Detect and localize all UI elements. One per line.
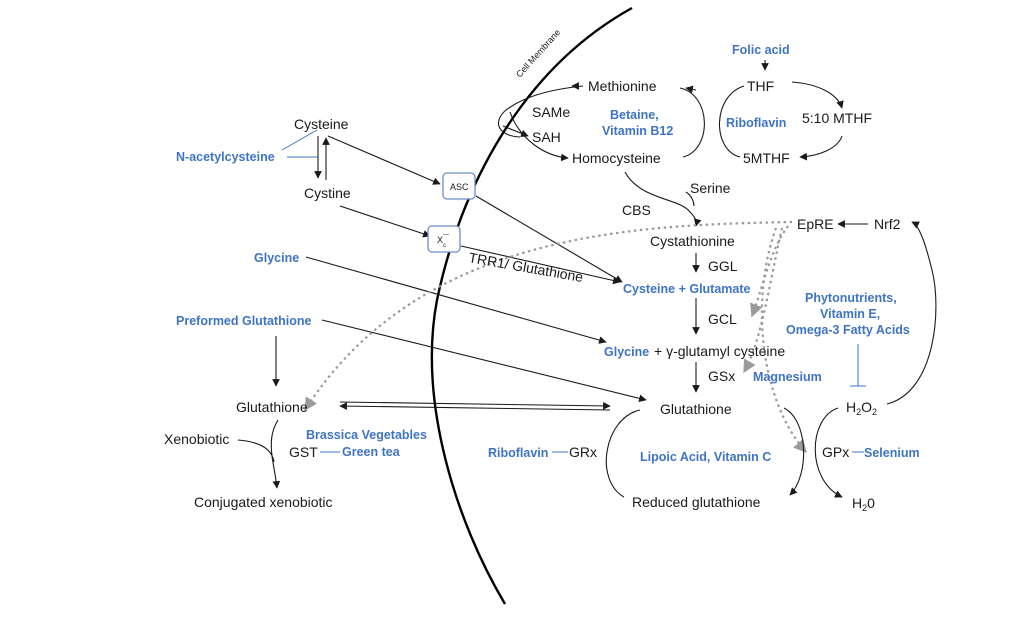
xc-subscript: c: [443, 243, 446, 249]
riboflavin-grx-label: Riboflavin: [488, 446, 548, 460]
glycine-outer-label: Glycine: [254, 251, 299, 265]
cell-membrane: [430, 6, 633, 605]
gsx-label: GSx: [708, 368, 735, 384]
xenobiotic-label: Xenobiotic: [164, 431, 229, 447]
gpx-cycle: [783, 407, 864, 498]
serine-label: Serine: [690, 180, 731, 196]
h2o2-nrf2-arrow: [886, 221, 937, 405]
glycine-inner-label: Glycine: [604, 345, 649, 359]
methionine-label: Methionine: [588, 78, 657, 94]
cbs-arrow: [624, 171, 702, 227]
grx-label: GRx: [569, 444, 597, 460]
gpx-label: GPx: [822, 444, 849, 460]
grx-cycle: [552, 409, 641, 498]
epre-label: EpRE: [797, 216, 834, 232]
methionine-cycle: [497, 82, 705, 162]
xc-transporter: X c —: [427, 225, 461, 253]
same-label: SAMe: [532, 104, 570, 120]
gamma-glutamyl-label: + γ-glutamyl cysteine: [654, 343, 785, 359]
selenium-label: Selenium: [864, 446, 920, 460]
nrf2-label: Nrf2: [874, 216, 901, 232]
preformed-glutathione-label: Preformed Glutathione: [176, 314, 311, 328]
phytonutrients-label: Phytonutrients,: [805, 291, 897, 305]
cystine-label: Cystine: [304, 185, 351, 201]
lipoic-acid-label: Lipoic Acid, Vitamin C: [640, 450, 771, 464]
magnesium-label: Magnesium: [753, 370, 822, 384]
trr1-label: TRR1/ Glutathione: [467, 249, 584, 285]
serine-join: [685, 191, 695, 207]
conjugated-xenobiotic-label: Conjugated xenobiotic: [194, 494, 333, 510]
inhibition-marker: [850, 344, 866, 387]
h2o-label: H20: [852, 495, 875, 513]
folic-acid-label: Folic acid: [732, 43, 790, 57]
reduced-glutathione-label: Reduced glutathione: [632, 494, 761, 510]
homocysteine-label: Homocysteine: [572, 150, 661, 166]
cystathionine-label: Cystathionine: [650, 233, 735, 249]
glutathione-transport: [272, 336, 611, 411]
ggl-label: GGL: [708, 258, 738, 274]
vitamin-e-label: Vitamin E,: [820, 307, 880, 321]
nac-label: N-acetylcysteine: [176, 150, 275, 164]
glutathione-outer-label: Glutathione: [236, 399, 308, 415]
folate-cycle: [718, 60, 844, 161]
mthf-510-label: 5:10 MTHF: [802, 110, 872, 126]
omega3-label: Omega-3 Fatty Acids: [786, 323, 910, 337]
transport-arrows: [305, 195, 647, 403]
vitamin-b12-label: Vitamin B12: [602, 124, 673, 138]
epre-dotted-arrows: [304, 220, 807, 453]
thf-label: THF: [747, 78, 774, 94]
xc-label: X: [437, 235, 443, 245]
cell-membrane-label: Cell Membrane: [514, 27, 562, 79]
h2o2-label: H2O2: [846, 399, 877, 417]
green-tea-label: Green tea: [342, 445, 401, 459]
gcl-label: GCL: [708, 311, 737, 327]
sah-label: SAH: [532, 129, 561, 145]
asc-transporter: ASC: [442, 172, 476, 200]
asc-label: ASC: [450, 182, 469, 192]
mthf-5-label: 5MTHF: [743, 150, 790, 166]
cysteine-cystine-links: [281, 129, 441, 238]
xc-superscript: —: [443, 232, 449, 238]
cysteine-label: Cysteine: [294, 116, 349, 132]
betaine-label: Betaine,: [610, 108, 659, 122]
glutathione-inner-label: Glutathione: [660, 401, 732, 417]
brassica-label: Brassica Vegetables: [306, 428, 427, 442]
riboflavin-folate-label: Riboflavin: [726, 116, 786, 130]
cysteine-glutamate-label: Cysteine + Glutamate: [623, 282, 751, 296]
cbs-label: CBS: [622, 202, 651, 218]
xenobiotic-conjugation: [237, 419, 340, 489]
gst-label: GST: [289, 444, 318, 460]
